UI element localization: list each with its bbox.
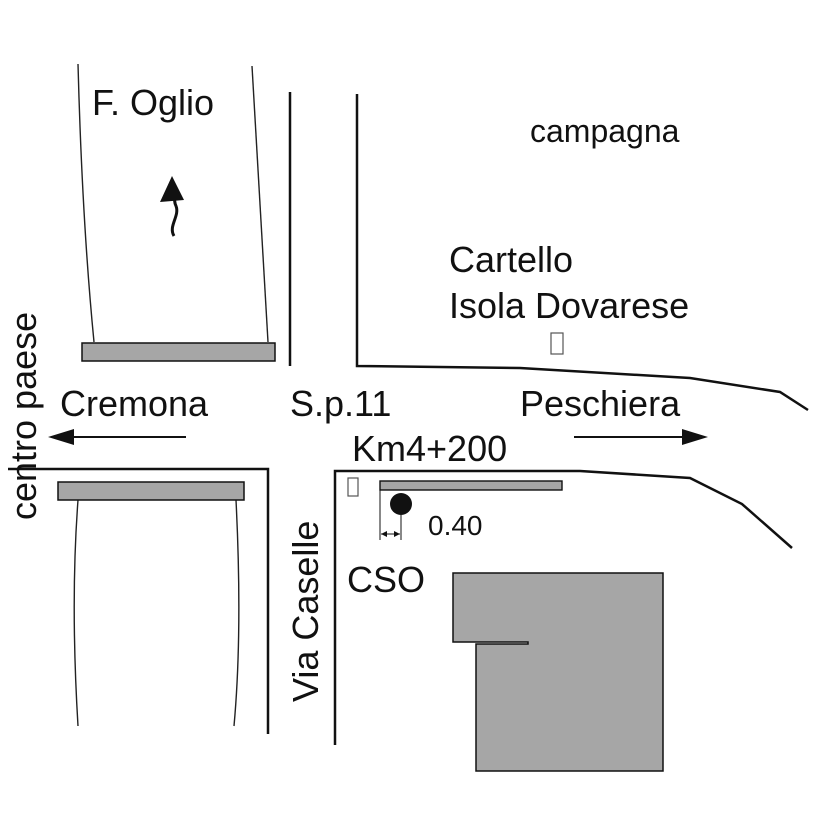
river-bank-south-east bbox=[233, 499, 240, 727]
arrow-west-icon bbox=[48, 429, 74, 445]
sign-marker-south bbox=[347, 477, 359, 497]
label-west: Cremona bbox=[60, 383, 209, 424]
label-site: CSO bbox=[347, 559, 425, 600]
arrow-east-icon bbox=[682, 429, 708, 445]
label-road: S.p.11 bbox=[290, 383, 391, 424]
label-countryside: campagna bbox=[530, 113, 680, 149]
river-bank-north-east bbox=[251, 65, 269, 343]
town-sign-marker bbox=[550, 332, 564, 355]
bridge-north bbox=[81, 342, 276, 362]
label-distance: 0.40 bbox=[428, 510, 483, 541]
dimension-tick-left-icon bbox=[381, 531, 387, 537]
river-flow-arrowhead-icon bbox=[160, 176, 184, 202]
bridge-south bbox=[57, 481, 245, 501]
label-sign-line2: Isola Dovarese bbox=[449, 285, 689, 326]
label-town-center: centro paese bbox=[3, 312, 44, 520]
river-bank-south-west bbox=[73, 499, 79, 727]
roadside-bar bbox=[379, 480, 563, 491]
road-edge-north-east bbox=[355, 94, 809, 412]
measurement-point-icon bbox=[390, 493, 412, 515]
river-bank-north-west bbox=[77, 63, 95, 343]
dimension-tick-right-icon bbox=[394, 531, 400, 537]
road-edge-south-east bbox=[333, 469, 793, 745]
label-river: F. Oglio bbox=[92, 82, 214, 123]
building-cso bbox=[452, 572, 664, 772]
label-km: Km4+200 bbox=[352, 428, 507, 469]
label-sign-line1: Cartello bbox=[449, 239, 573, 280]
road-edge-south-west bbox=[8, 467, 270, 734]
label-east: Peschiera bbox=[520, 383, 681, 424]
label-side-street: Via Caselle bbox=[285, 521, 326, 702]
